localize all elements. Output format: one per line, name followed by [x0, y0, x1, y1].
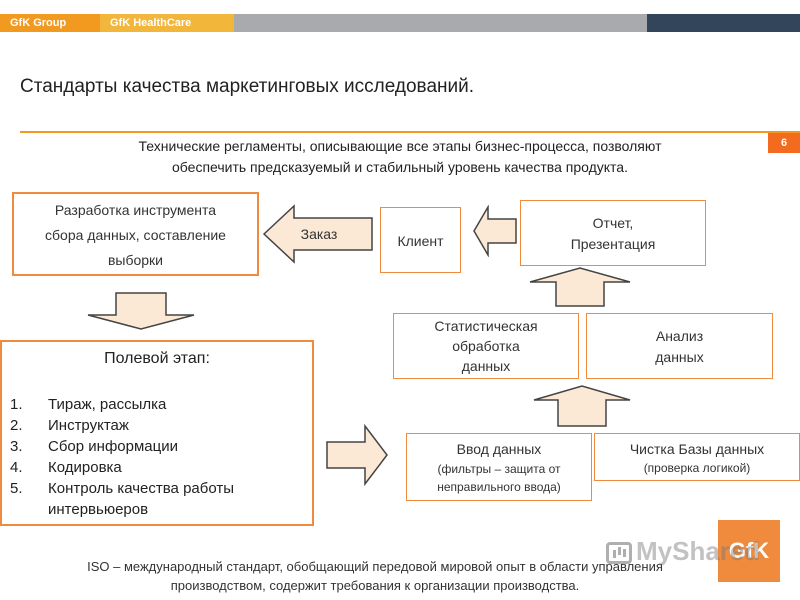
development-line-2: сбора данных, составление — [45, 227, 226, 243]
statistics-box: Статистическая обработка данных — [393, 313, 579, 379]
field-stage-item: 1.Тираж, рассылка — [10, 396, 167, 413]
iso-footnote: ISO – международный стандарт, обобщающий… — [0, 557, 750, 595]
page-title: Стандарты качества маркетинговых исследо… — [20, 76, 475, 97]
development-line-1: Разработка инструмента — [54, 202, 217, 218]
title-divider — [20, 131, 800, 133]
watermark: MyShared — [606, 536, 760, 567]
subtitle-line-2: обеспечить предсказуемый и стабильный ур… — [172, 159, 628, 175]
data-entry-line-2: (фильтры – защита от — [437, 462, 561, 476]
report-box: Отчет, Презентация — [520, 200, 706, 266]
cleaning-box: Чистка Базы данных (проверка логикой) — [594, 433, 800, 481]
order-arrow-label: Заказ — [301, 226, 338, 242]
statistics-line-1: Статистическая — [434, 318, 538, 334]
development-to-field-arrow — [86, 291, 196, 331]
field-stage-item: 4.Кодировка — [10, 459, 122, 476]
analysis-line-2: данных — [655, 349, 704, 365]
brand-gfk-group: GfK Group — [0, 14, 100, 32]
field-stage-item: 5.Контроль качества работы интервьюеров — [10, 480, 235, 518]
entry-to-statistics-arrow — [532, 384, 632, 428]
order-arrow: Заказ — [262, 204, 374, 264]
iso-footnote-line-2: производством, содержит требования к орг… — [170, 578, 580, 593]
top-bar: GfK Group GfK HealthCare — [0, 14, 800, 32]
report-to-client-arrow — [472, 205, 518, 257]
development-box: Разработка инструмента сбора данных, сос… — [12, 192, 259, 276]
analysis-box: Анализ данных — [586, 313, 773, 379]
cleaning-title: Чистка Базы данных — [629, 441, 765, 457]
data-entry-box: Ввод данных (фильтры – защита от неправи… — [406, 433, 592, 501]
client-box: Клиент — [380, 207, 461, 273]
statistics-line-2: обработка — [452, 338, 520, 354]
development-line-3: выборки — [107, 252, 164, 268]
page-number-badge: 6 — [768, 133, 800, 153]
data-entry-title: Ввод данных — [456, 441, 542, 457]
analysis-to-report-arrow — [528, 266, 632, 308]
watermark-text: MyShared — [636, 536, 761, 566]
field-stage-box: Полевой этап: 1.Тираж, рассылка 2.Инстру… — [0, 340, 314, 526]
data-entry-line-3: неправильного ввода) — [437, 480, 561, 494]
client-label: Клиент — [397, 233, 444, 249]
report-line-1: Отчет, — [592, 215, 634, 231]
subtitle-line-1: Технические регламенты, описывающие все … — [138, 138, 662, 154]
field-stage-item: 3.Сбор информации — [10, 438, 178, 455]
field-stage-title: Полевой этап: — [104, 350, 210, 367]
top-bar-gray-segment — [234, 14, 647, 32]
presentation-icon — [606, 542, 632, 565]
gfk-logo: GfK — [718, 520, 780, 582]
statistics-line-3: данных — [461, 358, 511, 374]
field-stage-list: 1.Тираж, рассылка 2.Инструктаж 3.Сбор ин… — [10, 394, 298, 520]
field-stage-item: 2.Инструктаж — [10, 417, 129, 434]
analysis-line-1: Анализ — [655, 328, 704, 344]
cleaning-subtitle: (проверка логикой) — [643, 461, 751, 475]
iso-footnote-line-1: ISO – международный стандарт, обобщающий… — [87, 559, 663, 574]
subtitle: Технические регламенты, описывающие все … — [0, 136, 800, 178]
report-line-2: Презентация — [570, 236, 656, 252]
brand-gfk-healthcare: GfK HealthCare — [100, 14, 234, 32]
field-to-entry-arrow — [325, 424, 389, 486]
top-bar-dark-segment — [647, 14, 800, 32]
